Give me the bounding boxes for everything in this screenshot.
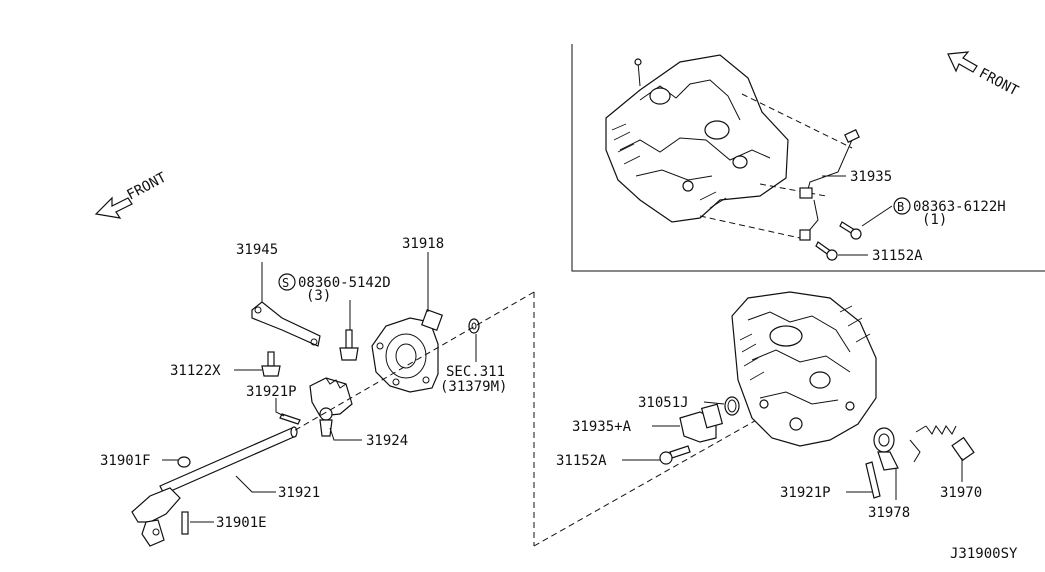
shaft-31921 — [131, 426, 298, 547]
inset-dash-1 — [741, 93, 853, 149]
label-31921: 31921 — [278, 485, 320, 501]
label-08363-6122H: 08363-6122H — [913, 199, 1006, 215]
label-31921P-left: 31921P — [246, 384, 297, 400]
bolt-08360 — [339, 329, 359, 361]
leader-31924 — [329, 427, 362, 441]
pin-31901E — [181, 511, 189, 535]
spring-31970 — [909, 425, 975, 463]
label-08363-qty: (1) — [922, 212, 947, 228]
label-08360-5142D: 08360-5142D — [298, 275, 391, 291]
left-dash-3 — [533, 417, 761, 547]
left-dash-1 — [291, 291, 535, 433]
diagram-code: J31900SY — [950, 546, 1018, 562]
bracket-31945 — [251, 301, 321, 347]
leader-31921 — [235, 475, 276, 493]
label-31152A-bottom: 31152A — [556, 453, 607, 469]
label-31978: 31978 — [868, 505, 910, 521]
bolt-31152A-inset — [815, 241, 838, 261]
label-31901F: 31901F — [100, 453, 151, 469]
label-31935A: 31935+A — [572, 419, 632, 435]
inset-dash-2 — [759, 183, 827, 197]
pin-31921P-right — [865, 461, 881, 499]
bolt-31152A-bottom — [659, 445, 691, 465]
bolt-31122X — [261, 351, 281, 377]
pin-31921P-left — [279, 413, 301, 425]
label-31970: 31970 — [940, 485, 982, 501]
label-31924: 31924 — [366, 433, 408, 449]
inset-dash-3 — [699, 215, 801, 239]
label-31152A-top: 31152A — [872, 248, 923, 264]
leader-31921P-left — [275, 398, 285, 417]
switch-31918 — [371, 308, 444, 393]
plug-31901F — [177, 456, 191, 468]
label-31935: 31935 — [850, 169, 892, 185]
label-sec311: SEC.311 — [446, 364, 505, 380]
label-08360-qty: (3) — [306, 288, 331, 304]
label-31051J: 31051J — [638, 395, 689, 411]
leader-08363 — [861, 205, 893, 227]
leader-31051J — [703, 401, 725, 405]
s-symbol: S — [282, 276, 289, 290]
b-symbol-circle — [893, 197, 911, 215]
transmission-case-inset — [605, 54, 789, 223]
front-arrow-icon-top — [947, 51, 978, 73]
transmission-case-main — [731, 291, 877, 447]
bolt-08363-inset — [839, 221, 862, 240]
sensor-31935A — [679, 403, 724, 443]
front-arrow-icon-left — [94, 196, 133, 219]
label-31921P-right: 31921P — [780, 485, 831, 501]
bracket-31978 — [873, 427, 899, 471]
label-31918: 31918 — [402, 236, 444, 252]
label-31901E: 31901E — [216, 515, 267, 531]
inset-frame — [571, 44, 1045, 272]
label-31122X: 31122X — [170, 363, 221, 379]
front-label-left: FRONT — [124, 169, 169, 203]
front-label-top: FRONT — [976, 65, 1021, 99]
b-symbol: B — [897, 200, 904, 214]
oring-sec311 — [468, 318, 480, 334]
label-sec311-ref: (31379M) — [440, 379, 507, 395]
oring-31051J — [724, 396, 740, 416]
detent-plate-31924 — [309, 377, 353, 437]
label-31945: 31945 — [236, 242, 278, 258]
s-symbol-circle — [278, 273, 296, 291]
sensor-harness-31935 — [799, 129, 860, 241]
